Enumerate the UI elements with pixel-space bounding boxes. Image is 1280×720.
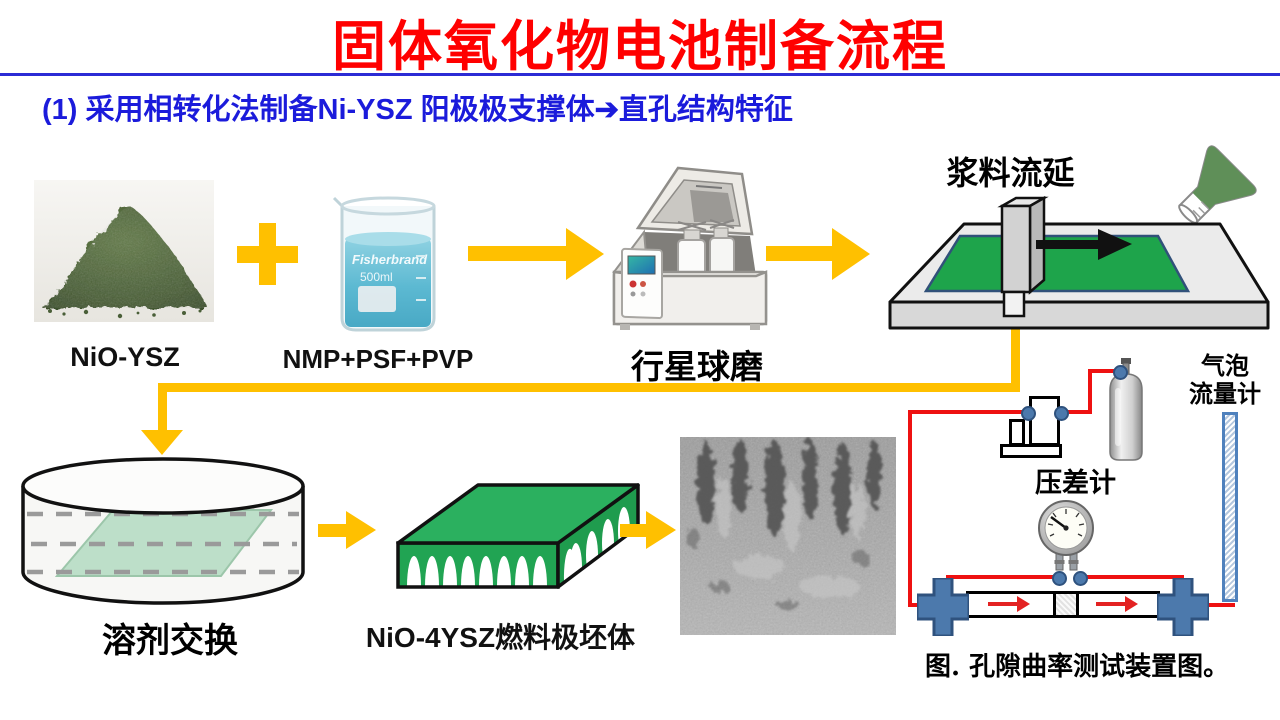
arrow-right-icon [646, 511, 676, 549]
green-body-image [380, 455, 655, 605]
solvent-dish-image [15, 452, 311, 617]
pressure-sensor-icon [1009, 419, 1025, 446]
arrow-right-icon [566, 228, 604, 280]
title-divider [0, 73, 1280, 76]
casting-table-image [882, 195, 1274, 353]
pressure-gauge-icon [1036, 498, 1096, 581]
red-pipe [1088, 369, 1092, 414]
valve-dot-icon [1052, 571, 1067, 586]
solvent-label: NMP+PSF+PVP [282, 344, 474, 374]
flowmeter-label-line2: 流量计 [1189, 379, 1261, 408]
cross-connector-icon [1155, 576, 1211, 641]
red-pipe [908, 410, 1028, 414]
pressure-sensor-icon [1000, 444, 1062, 458]
ball-mill-photo [600, 164, 780, 343]
pressure-sensor-icon [1029, 396, 1060, 446]
gauge-label: 压差计 [1035, 468, 1116, 499]
valve-dot-icon [1021, 406, 1036, 421]
powder-label: NiO-YSZ [70, 342, 180, 372]
flow-arrow-icon [1096, 602, 1126, 606]
sem-image [680, 437, 896, 640]
rig-caption: 图. 孔隙曲率测试装置图。 [925, 652, 1230, 682]
arrow-right-icon [346, 511, 376, 549]
arrow-right-icon [766, 246, 834, 261]
red-pipe [1060, 410, 1092, 414]
valve-dot-icon [1054, 406, 1069, 421]
red-pipe [1205, 603, 1235, 607]
red-pipe [1076, 575, 1184, 579]
red-pipe [948, 575, 1058, 579]
red-pipe [1088, 369, 1121, 373]
sample-specimen [1053, 594, 1079, 615]
flow-connector-line [1011, 328, 1020, 388]
flow-connector-line [158, 383, 1020, 392]
beaker-brand-text: Fisherbrand [352, 252, 428, 267]
arrow-down-icon [141, 430, 183, 455]
mill-label: 行星球磨 [631, 347, 763, 386]
beaker-photo: Fisherbrand 500ml [328, 186, 448, 341]
exchange-label: 溶剂交换 [102, 621, 238, 661]
beaker-volume-text: 500ml [360, 270, 393, 284]
red-pipe [908, 410, 912, 607]
flow-arrow-icon [988, 602, 1018, 606]
arrow-right-icon [318, 524, 348, 537]
flow-arrow-icon [1125, 596, 1138, 612]
arrow-right-icon [832, 228, 870, 280]
page-title: 固体氧化物电池制备流程 [332, 14, 948, 78]
flowmeter-label: 气泡 流量计 [1175, 352, 1275, 408]
cross-connector-icon [915, 576, 971, 641]
valve-dot-icon [1113, 365, 1128, 380]
flow-arrow-icon [1017, 596, 1030, 612]
arrow-right-icon [468, 246, 568, 261]
subtitle: (1) 采用相转化法制备Ni-YSZ 阳极极支撑体➔直孔结构特征 [42, 94, 793, 126]
flow-connector-line [158, 383, 167, 431]
plus-icon [237, 246, 298, 263]
bubble-flowmeter-tube [1222, 412, 1238, 602]
arrow-right-icon [620, 524, 648, 537]
powder-photo [34, 180, 214, 327]
flask-icon [1128, 140, 1278, 263]
greenbody-label: NiO-4YSZ燃料极坯体 [365, 622, 636, 653]
flowmeter-label-line1: 气泡 [1201, 351, 1249, 380]
casting-label: 浆料流延 [946, 154, 1075, 192]
valve-dot-icon [1073, 571, 1088, 586]
